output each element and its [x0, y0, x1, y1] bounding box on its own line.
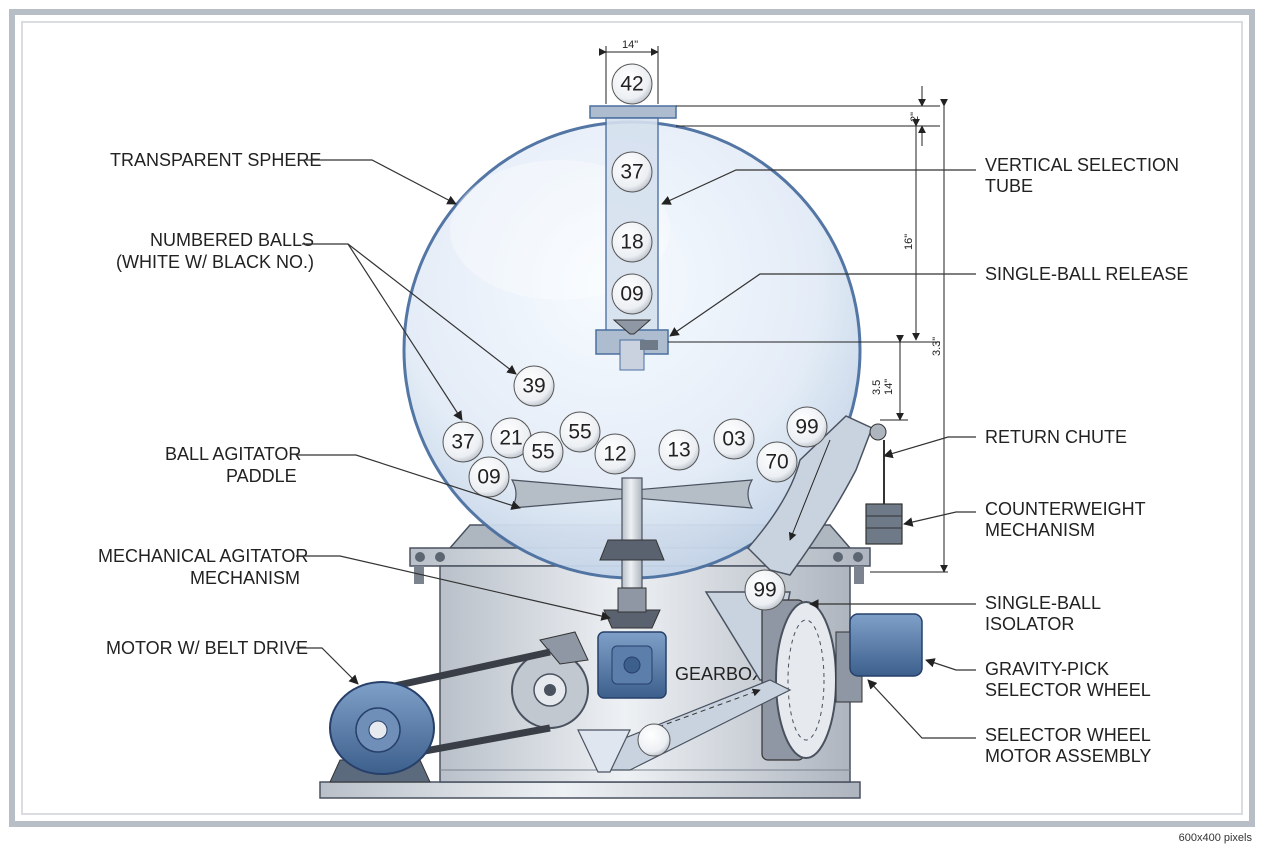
numbered-balls: 42 37 18 09 39 37 21 55 55 12 13 03 99 7… — [442, 63, 828, 757]
svg-text:37: 37 — [451, 431, 474, 454]
drawing-frame — [9, 9, 1255, 827]
label-vertical-tube: VERTICAL SELECTION TUBE — [661, 155, 1179, 205]
svg-text:(WHITE W/ BLACK NO.): (WHITE W/ BLACK NO.) — [116, 252, 314, 272]
svg-text:70: 70 — [765, 451, 788, 474]
ball: 37 — [611, 151, 653, 193]
svg-text:18: 18 — [620, 231, 643, 254]
drive-motor — [329, 681, 435, 783]
gearbox — [597, 631, 667, 699]
svg-text:2": 2" — [909, 112, 921, 122]
svg-text:MOTOR ASSEMBLY: MOTOR ASSEMBLY — [985, 746, 1151, 766]
svg-text:39: 39 — [522, 375, 545, 398]
ball: 99 — [744, 569, 786, 611]
ball: 42 — [611, 63, 653, 105]
ball: 99 — [786, 406, 828, 448]
ball: 03 — [713, 418, 755, 460]
ball: 18 — [611, 221, 653, 263]
svg-text:TRANSPARENT SPHERE: TRANSPARENT SPHERE — [110, 150, 321, 170]
drive-pulley — [511, 631, 589, 729]
svg-text:21: 21 — [499, 427, 522, 450]
svg-text:NUMBERED BALLS: NUMBERED BALLS — [150, 230, 314, 250]
svg-text:3.5: 3.5 — [871, 380, 883, 395]
ball: 12 — [594, 433, 636, 475]
ball: 70 — [756, 441, 798, 483]
dimension-lines: 14" 2" 16" 3.3" 3.5 14" — [598, 39, 948, 573]
label-ball-agitator: BALL AGITATOR PADDLE — [165, 444, 521, 510]
label-return-chute: RETURN CHUTE — [883, 427, 1127, 459]
svg-text:09: 09 — [477, 466, 500, 489]
svg-text:RETURN CHUTE: RETURN CHUTE — [985, 427, 1127, 447]
ball: 37 — [442, 421, 484, 463]
label-single-ball-release: SINGLE-BALL RELEASE — [669, 264, 1188, 337]
label-single-ball-isolator: SINGLE-BALL ISOLATOR — [809, 593, 1101, 634]
svg-text:MOTOR W/ BELT DRIVE: MOTOR W/ BELT DRIVE — [106, 638, 308, 658]
return-chute — [746, 415, 887, 576]
gearbox-label: GEARBOX — [675, 664, 764, 684]
svg-text:MECHANISM: MECHANISM — [190, 568, 300, 588]
svg-text:13: 13 — [667, 439, 690, 462]
label-transparent-sphere: TRANSPARENT SPHERE — [110, 150, 457, 205]
ball: 09 — [611, 273, 653, 315]
svg-text:37: 37 — [620, 161, 643, 184]
svg-text:12: 12 — [603, 443, 626, 466]
ball: 09 — [468, 456, 510, 498]
svg-text:SELECTOR WHEEL: SELECTOR WHEEL — [985, 680, 1151, 700]
svg-text:99: 99 — [753, 579, 776, 602]
svg-text:MECHANISM: MECHANISM — [985, 520, 1095, 540]
label-selector-motor: SELECTOR WHEEL MOTOR ASSEMBLY — [867, 679, 1151, 766]
ball: 13 — [658, 429, 700, 471]
svg-text:TUBE: TUBE — [985, 176, 1033, 196]
label-counterweight: COUNTERWEIGHT MECHANISM — [903, 499, 1146, 540]
svg-text:14": 14" — [622, 39, 638, 51]
svg-text:MECHANICAL AGITATOR: MECHANICAL AGITATOR — [98, 546, 308, 566]
svg-text:BALL AGITATOR: BALL AGITATOR — [165, 444, 301, 464]
label-gravity-pick: GRAVITY-PICK SELECTOR WHEEL — [925, 658, 1151, 700]
svg-text:ISOLATOR: ISOLATOR — [985, 614, 1074, 634]
svg-text:SELECTOR WHEEL: SELECTOR WHEEL — [985, 725, 1151, 745]
svg-text:SINGLE-BALL: SINGLE-BALL — [985, 593, 1101, 613]
label-numbered-balls: NUMBERED BALLS (WHITE W/ BLACK NO.) — [116, 230, 517, 421]
base-plate — [319, 781, 861, 799]
svg-text:SINGLE-BALL RELEASE: SINGLE-BALL RELEASE — [985, 264, 1188, 284]
label-motor-belt: MOTOR W/ BELT DRIVE — [106, 638, 359, 685]
selector-assembly — [577, 591, 923, 773]
ball: 39 — [513, 365, 555, 407]
svg-text:55: 55 — [568, 421, 591, 444]
svg-text:03: 03 — [722, 428, 745, 451]
svg-text:16": 16" — [903, 234, 915, 250]
svg-text:VERTICAL SELECTION: VERTICAL SELECTION — [985, 155, 1179, 175]
ball: 55 — [522, 431, 564, 473]
svg-text:COUNTERWEIGHT: COUNTERWEIGHT — [985, 499, 1146, 519]
svg-text:3.3": 3.3" — [931, 337, 943, 356]
svg-text:55: 55 — [531, 441, 554, 464]
ball: 55 — [559, 411, 601, 453]
svg-text:99: 99 — [795, 416, 818, 439]
ball-unlabeled — [637, 723, 671, 757]
ball: 21 — [490, 417, 532, 459]
svg-text:09: 09 — [620, 283, 643, 306]
label-mechanical-agitator: MECHANICAL AGITATOR MECHANISM — [98, 546, 611, 621]
svg-text:PADDLE: PADDLE — [226, 466, 297, 486]
svg-text:14": 14" — [883, 379, 895, 395]
svg-text:GRAVITY-PICK: GRAVITY-PICK — [985, 659, 1109, 679]
agitator-paddle — [510, 477, 754, 629]
image-size-caption: 600x400 pixels — [1178, 832, 1252, 844]
svg-text:42: 42 — [620, 73, 643, 96]
